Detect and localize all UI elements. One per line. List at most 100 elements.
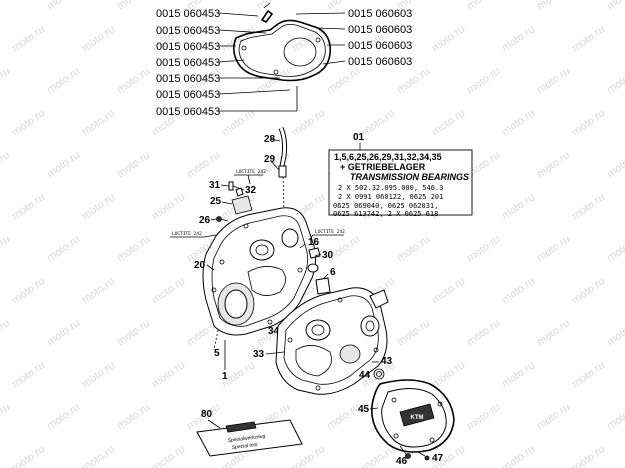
watermark-text: moto.ru <box>0 401 12 432</box>
watermark-text: moto.ru <box>500 191 537 222</box>
mat-text-2: Special tool <box>232 442 259 451</box>
watermark-text: moto.ru <box>290 443 327 468</box>
watermark-text: moto.ru <box>80 23 117 54</box>
gasket-code-right-3: 0015 060603 <box>348 40 412 52</box>
watermark-text: moto.ru <box>465 0 502 12</box>
info-box-line6: 0625 069040, 0625 062031, <box>333 202 438 210</box>
right-crankcase-half <box>275 287 389 395</box>
callout-32: 32 <box>245 185 257 196</box>
breather-hose: 28 29 <box>264 127 288 211</box>
callout-28: 28 <box>264 134 276 145</box>
watermark-text: moto.ru <box>360 107 397 138</box>
gasket-code-left-2: 0015 060453 <box>156 25 220 37</box>
watermark-text: moto.ru <box>10 443 47 468</box>
watermark-text: moto.ru <box>395 65 432 96</box>
watermark-text: moto.ru <box>0 0 12 12</box>
watermark-text: moto.ru <box>465 317 502 348</box>
gasket-code-left-5: 0015 060453 <box>156 73 220 85</box>
watermark-text: moto.ru <box>45 233 82 264</box>
watermark-text: moto.ru <box>45 0 82 12</box>
gasket-code-left-3: 0015 060453 <box>156 41 220 53</box>
watermark-text: moto.ru <box>535 149 572 180</box>
watermark-text: moto.ru <box>80 107 117 138</box>
watermark-text: moto.ru <box>605 149 625 180</box>
mat-text-1: Spezialwerkzeug <box>228 433 266 444</box>
info-box: 01 1,5,6,25,26,29,31,32,34,35 + GETRIEBE… <box>328 132 473 218</box>
callout-26: 26 <box>199 215 211 226</box>
watermark-text: moto.ru <box>115 65 152 96</box>
callout-33: 33 <box>253 349 265 360</box>
watermark-text: moto.ru <box>605 0 625 12</box>
callout-44: 44 <box>359 370 371 381</box>
watermark-text: moto.ru <box>500 275 537 306</box>
watermark-text: moto.ru <box>10 191 47 222</box>
callout-29: 29 <box>264 154 276 165</box>
info-box-line7: 0625 613742, 2 X 0625 618 <box>333 210 438 218</box>
callout-45: 45 <box>358 404 370 415</box>
watermark-text: moto.ru <box>570 23 607 54</box>
info-box-line4: 2 X 502.32.095.000, 546.3 <box>338 184 443 192</box>
info-box-line3: TRANSMISSION BEARINGS <box>350 172 469 182</box>
crankcase-gasket <box>232 19 332 82</box>
cover-screws: 46 47 <box>396 445 444 467</box>
watermark-text: moto.ru <box>0 149 12 180</box>
watermark-text: moto.ru <box>115 149 152 180</box>
watermark-text: moto.ru <box>290 107 327 138</box>
loctite-label-2: LOCTITE 242 <box>172 231 202 237</box>
watermark-text: moto.ru <box>80 359 117 390</box>
callout-46: 46 <box>396 456 408 467</box>
cover-logo-text: KTM <box>411 415 424 421</box>
gasket-code-left-6: 0015 060453 <box>156 89 220 101</box>
watermark-text: moto.ru <box>535 401 572 432</box>
callout-20: 20 <box>194 260 206 271</box>
info-box-frame <box>328 149 473 216</box>
callout-25: 25 <box>210 196 222 207</box>
watermark-text: moto.ru <box>325 401 362 432</box>
watermark-text: moto.ru <box>150 275 187 306</box>
watermark-text: moto.ru <box>605 65 625 96</box>
watermark-text: moto.ru <box>0 317 12 348</box>
watermark-text: moto.ru <box>115 0 152 12</box>
callout-6: 6 <box>330 267 336 278</box>
gasket-clip <box>260 2 274 24</box>
watermark-text: moto.ru <box>80 275 117 306</box>
watermark-text: moto.ru <box>115 233 152 264</box>
watermark-text: moto.ru <box>80 443 117 468</box>
callout-16: 16 <box>308 237 320 248</box>
watermark-text: moto.ru <box>0 65 12 96</box>
watermark-text: moto.ru <box>570 275 607 306</box>
gasket-codes-right: 0015 060603 0015 060603 0015 060603 0015… <box>348 8 412 68</box>
watermark-text: moto.ru <box>535 233 572 264</box>
watermark-text: moto.ru <box>150 443 187 468</box>
watermark-text: moto.ru <box>605 233 625 264</box>
info-box-line2: + GETRIEBELAGER <box>340 162 426 172</box>
watermark-text: moto.ru <box>465 401 502 432</box>
watermark-text: moto.ru <box>220 107 257 138</box>
watermark-text: moto.ru <box>395 233 432 264</box>
watermark-text: moto.ru <box>80 191 117 222</box>
callout-01: 01 <box>353 132 365 143</box>
assembly-mat: 80 Spezialwerkzeug Special tool <box>196 409 303 457</box>
loctite-label-1: LOCTITE 242 <box>236 169 266 175</box>
callout-80: 80 <box>201 409 213 420</box>
gasket-code-right-2: 0015 060603 <box>348 24 412 36</box>
watermark-text: moto.ru <box>605 317 625 348</box>
watermark-text: moto.ru <box>500 443 537 468</box>
watermark-text: moto.ru <box>325 65 362 96</box>
watermark-text: moto.ru <box>500 359 537 390</box>
watermark-text: moto.ru <box>430 275 467 306</box>
info-box-line1: 1,5,6,25,26,29,31,32,34,35 <box>334 152 442 162</box>
gasket-code-left-4: 0015 060453 <box>156 57 220 69</box>
watermark-text: moto.ru <box>45 317 82 348</box>
watermark-text: moto.ru <box>535 0 572 12</box>
watermark-text: moto.ru <box>395 317 432 348</box>
watermark-text: moto.ru <box>45 149 82 180</box>
watermark-text: moto.ru <box>10 359 47 390</box>
watermark-text: moto.ru <box>255 0 292 12</box>
callout-5: 5 <box>214 348 220 359</box>
drain-plug: 43 44 <box>359 356 393 381</box>
watermark-text: moto.ru <box>10 23 47 54</box>
gasket-code-right-4: 0015 060603 <box>348 56 412 68</box>
watermark-text: moto.ru <box>570 107 607 138</box>
